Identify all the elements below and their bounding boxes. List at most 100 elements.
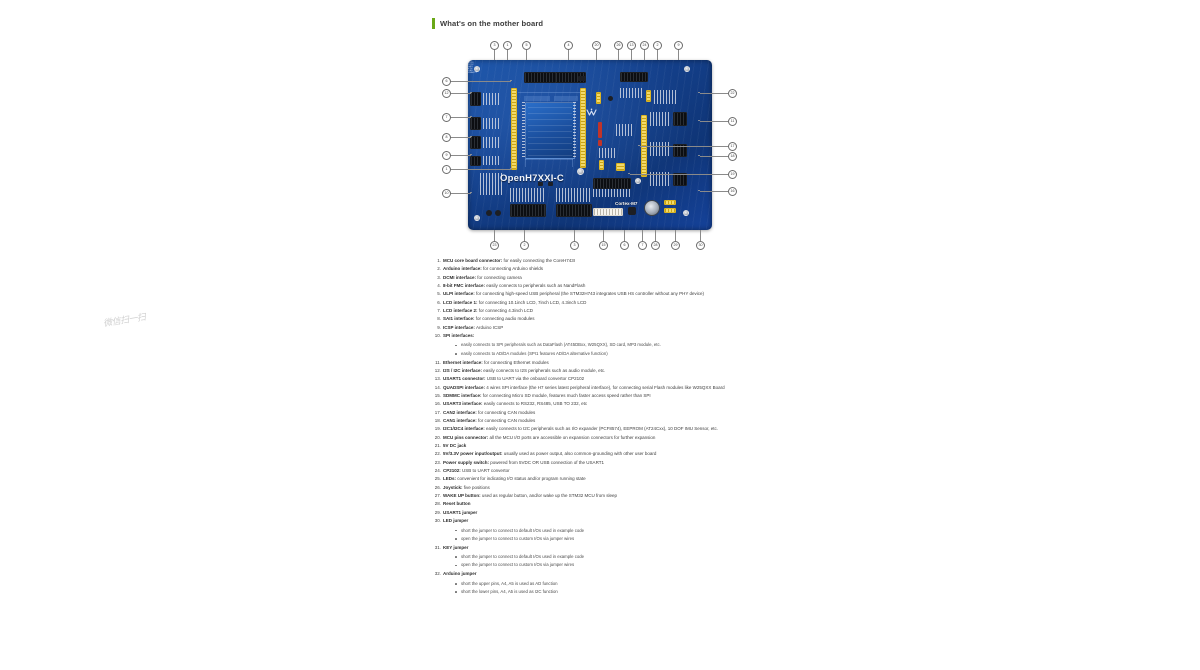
- list-item-term: 5V/3.3V power input/output:: [443, 451, 503, 457]
- pin-row: [650, 142, 670, 156]
- list-item-index: 30.: [434, 518, 441, 524]
- list-item-index: 23.: [434, 459, 441, 465]
- leader-line: [640, 145, 728, 147]
- mounting-hole: [474, 66, 480, 72]
- list-item-description: USB to UART via the onboard convertor CP…: [485, 376, 585, 382]
- list-item: 2.Arduino interface: for connecting Ardu…: [432, 265, 778, 273]
- spi-pin-block: [480, 173, 504, 195]
- key-jumper: [664, 200, 676, 205]
- list-item: 29.USART1 jumper: [432, 509, 778, 517]
- list-item-description: for connecting high-speed USB peripheral…: [474, 291, 705, 297]
- callout-30: 30: [696, 241, 705, 250]
- leader-dot: [628, 172, 630, 175]
- list-item-description: easily connects to peripherals such as N…: [485, 283, 586, 289]
- leader-dot: [470, 191, 472, 194]
- list-item: 20.MCU pins connector: all the MCU I/O p…: [432, 434, 778, 442]
- list-item-term: CAN1 interface:: [443, 418, 477, 424]
- power-jumper: [646, 90, 651, 102]
- leader-line: [674, 230, 676, 241]
- list-item-description: USB to UART convertor: [460, 468, 510, 474]
- list-item: 10.SPI interfaces:easily connects to SPI…: [432, 332, 778, 358]
- silk-label: USART3: [468, 72, 477, 74]
- silk-label: SAI1: [468, 66, 473, 68]
- list-item-index: 7.: [437, 308, 441, 314]
- list-item-term: USART3 interface:: [443, 401, 483, 407]
- pcb-trace: [524, 96, 550, 101]
- list-item-index: 32.: [434, 571, 441, 577]
- pin-row: [483, 137, 501, 148]
- callout-16: 16: [728, 187, 737, 196]
- sub-list-item: short the lower pins, A4, A5 is used as …: [455, 588, 778, 596]
- list-item-term: KEY jumper: [443, 544, 469, 550]
- list-item-term: USART1 connector:: [443, 376, 486, 382]
- pcb-trace: [554, 96, 578, 101]
- list-item-index: 28.: [434, 501, 441, 507]
- list-item-term: MCU core board connector:: [443, 258, 503, 263]
- list-item-term: Ethernet interface:: [443, 359, 483, 365]
- list-item-index: 20.: [434, 434, 441, 440]
- list-item: 6.LCD interface 1: for connecting 10.1in…: [432, 299, 778, 307]
- mcu-pin-row: [573, 102, 576, 157]
- list-item-term: I2C1/I2C4 interface:: [443, 426, 485, 432]
- sdmmc-connector: [593, 208, 623, 216]
- list-item: 28.Reset button: [432, 500, 778, 508]
- leader-line: [700, 92, 728, 94]
- list-item-index: 14.: [434, 384, 441, 390]
- list-item-index: 25.: [434, 476, 441, 482]
- mcu-pin-row: [522, 102, 525, 157]
- pcb-trace: [525, 159, 573, 160]
- callout-6-bottom: 6: [620, 241, 629, 250]
- leader-line: [449, 136, 471, 138]
- leader-line: [449, 116, 471, 118]
- list-item: 22.5V/3.3V power input/output: usually u…: [432, 450, 778, 458]
- leader-line: [449, 192, 471, 194]
- mounting-hole: [577, 168, 584, 175]
- list-item-term: I2S / I2C interface:: [443, 367, 483, 373]
- callout-2-bottom: 2: [520, 241, 529, 250]
- callout-9-left: 9: [442, 151, 451, 160]
- leader-line: [654, 230, 656, 241]
- usart3-connector: [673, 173, 687, 186]
- list-item-description: powered from 5VDC OR USB connection of t…: [489, 459, 604, 465]
- list-item: 16.USART3 interface: easily connects to …: [432, 400, 778, 408]
- list-item-term: Reset button: [443, 501, 471, 507]
- list-item-term: DCMI interface:: [443, 274, 477, 280]
- list-item: 8.SAI1 interface: for connecting audio m…: [432, 315, 778, 323]
- list-item-description: easily connects to RS232, RS485, USB TO …: [482, 401, 588, 407]
- list-item-index: 6.: [437, 299, 441, 305]
- list-item-description: for connecting Micro SD module, features…: [481, 393, 651, 398]
- list-item-description: Arduino ICSP: [474, 324, 504, 330]
- list-item-term: WAKE UP button:: [443, 493, 481, 499]
- list-item-index: 16.: [434, 401, 441, 407]
- pcb-board: SPI LCD1 LCD2 SAI1: [468, 60, 712, 230]
- callout-2: 2: [653, 41, 662, 50]
- pin-row: [510, 188, 546, 202]
- pin-row: [483, 156, 501, 165]
- leader-dot: [470, 115, 472, 118]
- list-item-description: for connecting camera: [476, 274, 522, 280]
- leader-line: [643, 48, 645, 60]
- callout-22: 22: [728, 89, 737, 98]
- ethernet-connector: [673, 112, 687, 126]
- list-item-index: 21.: [434, 443, 441, 449]
- electrolytic-capacitor: [598, 140, 602, 146]
- leader-line: [700, 155, 728, 157]
- list-item-index: 11.: [435, 359, 441, 365]
- callout-9: 9: [674, 41, 683, 50]
- leader-line: [700, 120, 728, 122]
- leader-dot: [470, 153, 472, 156]
- core-label: Cortex-M7: [615, 201, 638, 206]
- list-item-index: 15.: [434, 393, 441, 398]
- leader-dot: [510, 79, 512, 82]
- silk-label: LCD1: [468, 62, 474, 64]
- callout-12: 12: [442, 89, 451, 98]
- list-item-description: used as regular button, and/or wake up t…: [480, 493, 617, 499]
- pin-row: [483, 118, 501, 129]
- list-item: 15.SDMMC interface: for connecting Micro…: [432, 392, 778, 400]
- mcu-core-connector-right: [580, 88, 586, 168]
- smd-capacitor: [608, 96, 613, 101]
- list-item-index: 29.: [434, 509, 441, 515]
- jumper: [616, 163, 625, 171]
